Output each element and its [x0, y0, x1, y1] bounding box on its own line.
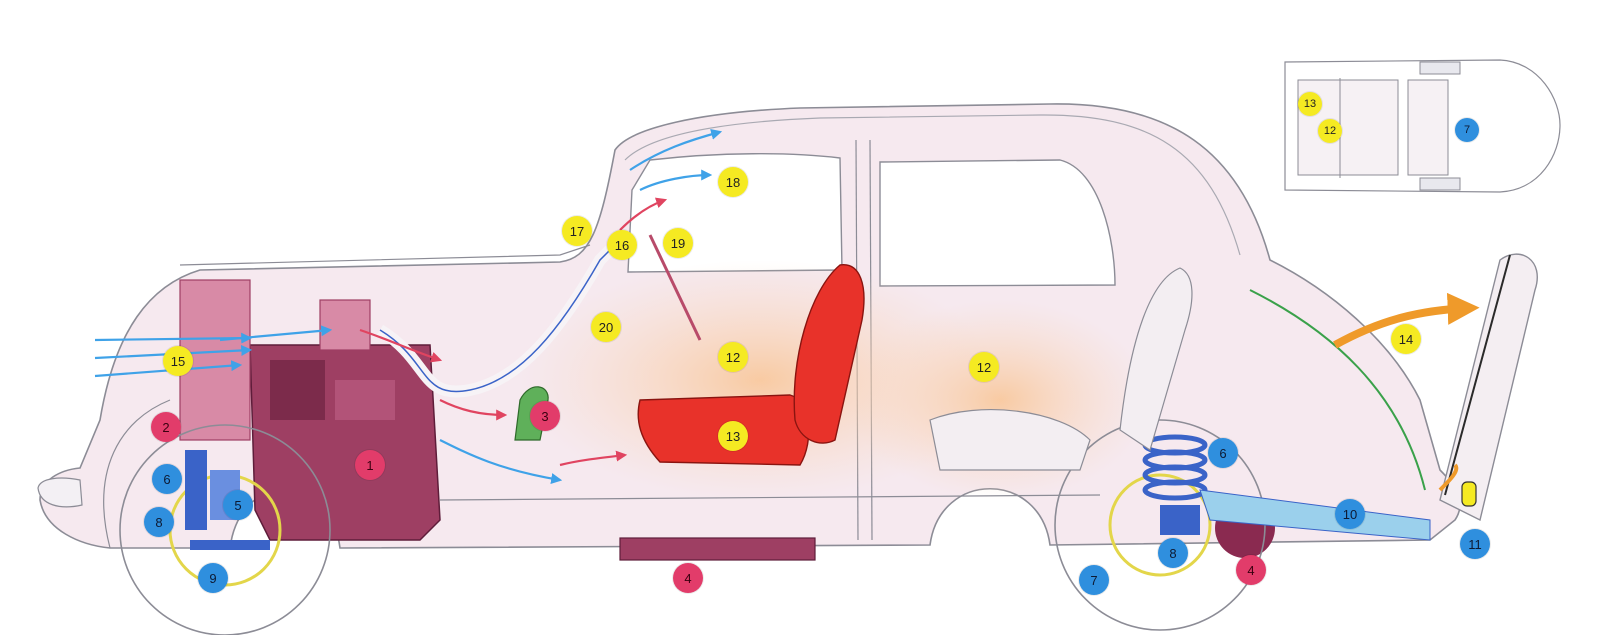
callout-marker-6[interactable]: 6 — [152, 464, 182, 494]
callout-marker-6[interactable]: 6 — [1208, 438, 1238, 468]
callout-marker-2[interactable]: 2 — [151, 412, 181, 442]
callout-marker-20[interactable]: 20 — [591, 312, 621, 342]
callout-marker-10[interactable]: 10 — [1335, 499, 1365, 529]
callout-marker-16[interactable]: 16 — [607, 230, 637, 260]
callout-marker-13[interactable]: 13 — [718, 421, 748, 451]
warm-airflow-arrows — [359, 197, 668, 467]
trunk-lid — [1439, 253, 1538, 522]
rear-window — [879, 159, 1116, 287]
callout-marker-11[interactable]: 11 — [1460, 529, 1490, 559]
callout-marker-4[interactable]: 4 — [673, 563, 703, 593]
callout-marker-14[interactable]: 14 — [1391, 324, 1421, 354]
callout-marker-13[interactable]: 13 — [1298, 92, 1322, 116]
callout-marker-4[interactable]: 4 — [1236, 555, 1266, 585]
callout-marker-17[interactable]: 17 — [562, 216, 592, 246]
callout-marker-12[interactable]: 12 — [969, 352, 999, 382]
front-seat-back — [793, 264, 865, 444]
trunk-open-arrow — [1333, 292, 1480, 349]
callout-marker-7[interactable]: 7 — [1455, 118, 1479, 142]
callout-marker-5[interactable]: 5 — [223, 490, 253, 520]
callout-marker-3[interactable]: 3 — [530, 401, 560, 431]
callout-marker-12[interactable]: 12 — [718, 342, 748, 372]
callout-marker-18[interactable]: 18 — [718, 167, 748, 197]
callout-marker-8[interactable]: 8 — [1158, 538, 1188, 568]
muffler — [619, 537, 816, 561]
callout-marker-1[interactable]: 1 — [355, 450, 385, 480]
callout-marker-9[interactable]: 9 — [198, 563, 228, 593]
front-shock — [185, 450, 207, 530]
front-wheel — [119, 424, 331, 635]
callout-marker-7[interactable]: 7 — [1079, 565, 1109, 595]
callout-marker-19[interactable]: 19 — [663, 228, 693, 258]
callout-marker-12[interactable]: 12 — [1318, 119, 1342, 143]
callout-marker-8[interactable]: 8 — [144, 507, 174, 537]
rear-spring — [1142, 434, 1208, 501]
rear-seat — [929, 408, 1091, 471]
front-bumper — [37, 477, 83, 508]
inset-top-view — [1284, 59, 1561, 193]
callout-marker-15[interactable]: 15 — [163, 346, 193, 376]
